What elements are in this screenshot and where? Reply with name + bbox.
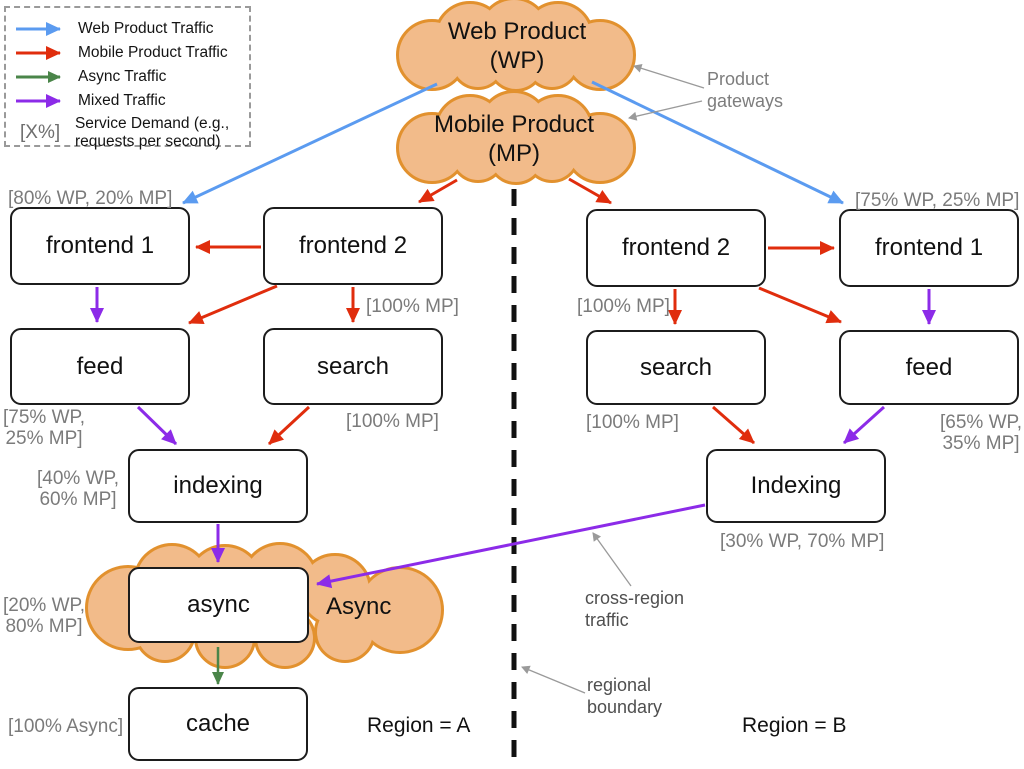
node-indexing-region-b: Indexing (706, 449, 886, 523)
pointer-regional-boundary-to-dashed-line (521, 665, 586, 694)
mobile-cloud-line2: (MP) (488, 140, 540, 167)
demand-async-a: [20% WP, 80% MP] (2, 595, 86, 637)
legend-demand-symbol: [X%] (20, 122, 61, 143)
web-product-cloud-label: Web Product (WP) (397, 17, 637, 75)
legend-row-service-demand: [X%] Service Demand (e.g., requests per … (14, 115, 243, 151)
demand-feed-a: [75% WP, 25% MP] (2, 407, 86, 449)
demand-indexing-b: [30% WP, 70% MP] (720, 531, 885, 552)
web-cloud-line1: Web Product (447, 18, 587, 45)
legend-row-async: Async Traffic (14, 65, 243, 89)
arrow-frontend2-to-feed-a (188, 284, 278, 325)
arrow-mp-to-frontend2-b (568, 177, 612, 205)
legend-label-web: Web Product Traffic (78, 20, 214, 37)
mobile-product-cloud-label: Mobile Product (MP) (394, 110, 634, 168)
arrow-search-to-indexing-a (267, 405, 311, 446)
demand-search-a: [100% MP] (346, 411, 439, 432)
pointer-gateways-to-wp-cloud (633, 63, 705, 89)
node-async-region-a: async (128, 567, 309, 643)
demand-indexing-a: [40% WP, 60% MP] (36, 468, 120, 510)
async-cloud-label: Async (326, 593, 392, 620)
demand-frontend2-search-b: [100% MP] (577, 296, 670, 317)
node-cache-region-a: cache (128, 687, 308, 761)
async-traffic-arrow-icon (16, 71, 61, 83)
arrow-frontend2-to-feed-b (758, 286, 842, 324)
node-frontend2-region-a: frontend 2 (263, 207, 443, 285)
demand-frontend2-search-a: [100% MP] (366, 296, 459, 317)
region-a-caption: Region = A (367, 714, 471, 737)
node-frontend2-region-b: frontend 2 (586, 209, 766, 287)
node-frontend1-region-b: frontend 1 (839, 209, 1019, 287)
node-feed-region-b: feed (839, 330, 1019, 405)
region-b-caption: Region = B (742, 714, 847, 737)
legend-demand-label: Service Demand (e.g., requests per secon… (74, 115, 230, 150)
arrow-search-to-indexing-b (712, 405, 755, 445)
node-indexing-region-a: indexing (128, 449, 308, 523)
node-search-region-a: search (263, 328, 443, 405)
demand-cache-a: [100% Async] (8, 716, 124, 737)
mobile-traffic-arrow-icon (16, 46, 61, 60)
mobile-cloud-line1: Mobile Product (433, 111, 595, 138)
demand-frontend1-b: [75% WP, 25% MP] (855, 190, 1020, 211)
legend-row-mobile: Mobile Product Traffic (14, 41, 243, 65)
arrow-feed-to-indexing-b (842, 405, 886, 445)
node-feed-region-a: feed (10, 328, 190, 405)
legend: Web Product Traffic Mobile Product Traff… (4, 6, 251, 150)
web-cloud-line2: (WP) (489, 47, 545, 74)
legend-row-mixed: Mixed Traffic (14, 89, 243, 113)
legend-label-mobile: Mobile Product Traffic (78, 44, 228, 61)
demand-frontend1-a: [80% WP, 20% MP] (8, 188, 173, 209)
legend-row-web: Web Product Traffic (14, 17, 243, 41)
arrow-cross-region-indexing-b-to-async-a (316, 503, 706, 589)
arrow-feed-to-indexing-a (136, 405, 178, 446)
regional-boundary-label: regional boundary (587, 675, 663, 717)
node-search-region-b: search (586, 330, 766, 405)
legend-label-async: Async Traffic (78, 68, 167, 85)
web-traffic-arrow-icon (16, 22, 61, 36)
demand-search-b: [100% MP] (586, 412, 679, 433)
legend-label-mixed: Mixed Traffic (78, 92, 166, 109)
cross-region-traffic-label: cross-region traffic (585, 588, 685, 630)
pointer-cross-region-to-purple-line (592, 532, 632, 587)
product-gateways-label: Product gateways (707, 69, 784, 111)
mixed-traffic-arrow-icon (16, 94, 61, 108)
arrow-mp-to-frontend2-a (418, 178, 458, 204)
demand-feed-b: [65% WP, 35% MP] (939, 412, 1023, 454)
pointer-gateways-to-mp-cloud (628, 100, 703, 121)
node-frontend1-region-a: frontend 1 (10, 207, 190, 285)
